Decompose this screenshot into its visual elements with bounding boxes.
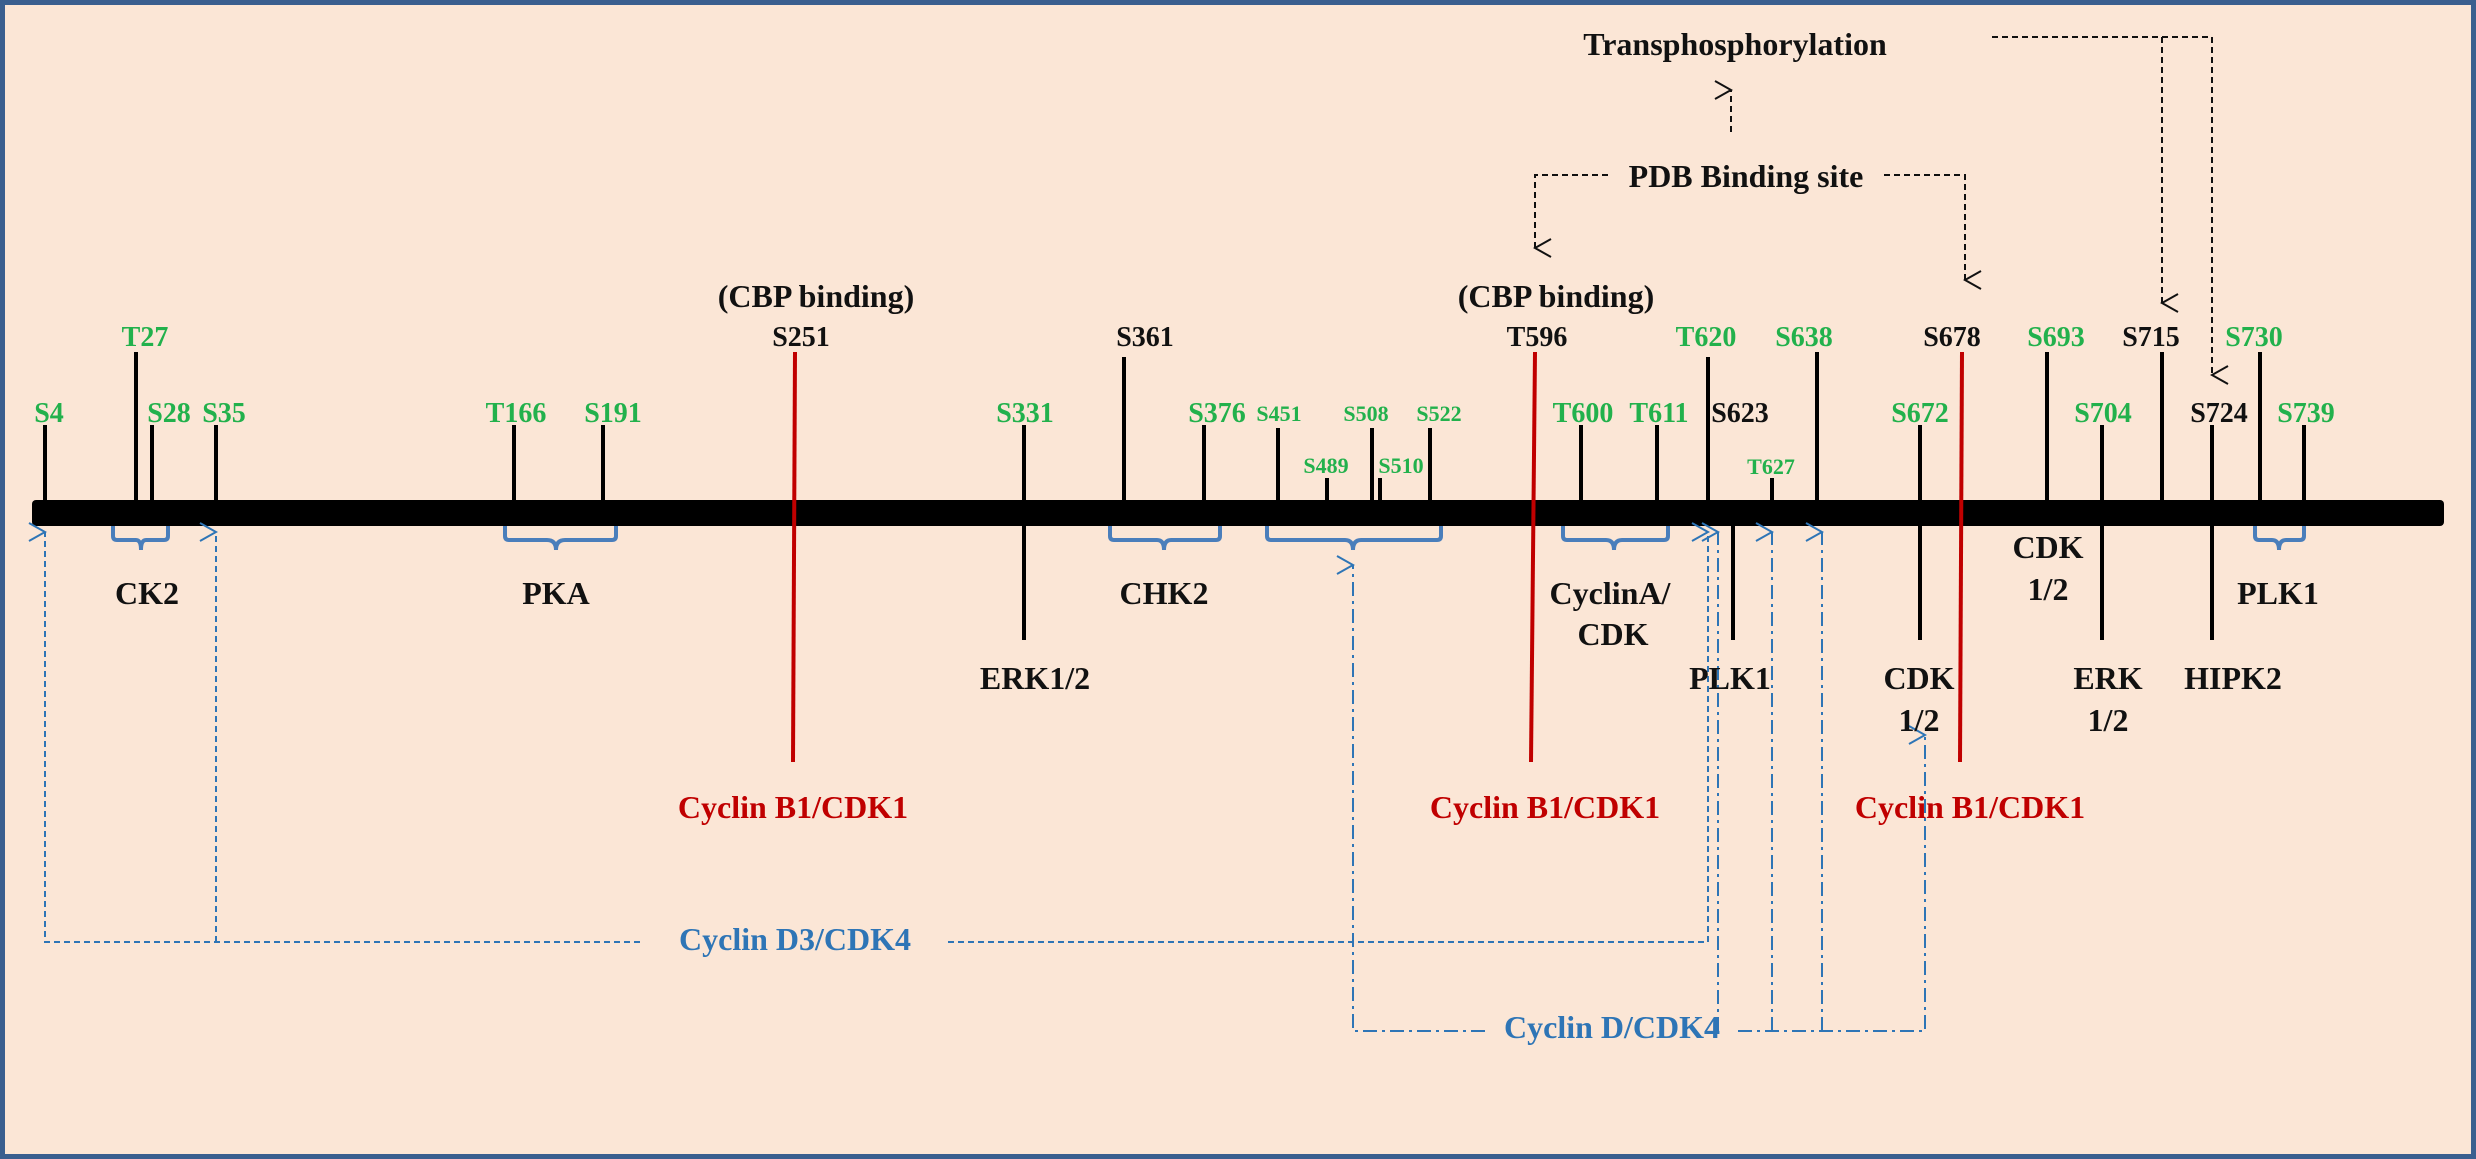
site-label: T620 xyxy=(1676,322,1737,353)
d3-line-right xyxy=(948,532,1708,943)
site-label: S508 xyxy=(1343,401,1388,426)
kinase-brackets xyxy=(111,526,2306,551)
kinase-label-cyclina-cdk: CDK xyxy=(1577,616,1648,652)
site-label: S678 xyxy=(1923,322,1981,353)
cbp-binding-label-2: (CBP binding) xyxy=(1458,278,1655,314)
site-label: S739 xyxy=(2277,398,2335,429)
kinase-label-cdk-12: 1/2 xyxy=(1899,702,1940,738)
site-label: S715 xyxy=(2122,322,2180,353)
kinase-label-erk-12: 1/2 xyxy=(2088,702,2129,738)
site-label: S4 xyxy=(34,398,64,429)
d-line-left xyxy=(1353,565,1485,1032)
cyclin-b1-label: Cyclin B1/CDK1 xyxy=(1430,789,1660,825)
site-label: S638 xyxy=(1775,322,1833,353)
site-label: S693 xyxy=(2027,322,2085,353)
cyclin-d3-cdk4-label: Cyclin D3/CDK4 xyxy=(679,921,911,957)
bracket-plk1-b xyxy=(2253,526,2306,551)
cyclin-b1-label: Cyclin B1/CDK1 xyxy=(678,789,908,825)
d3-line-left xyxy=(45,532,640,943)
cyclin-d-labels: Cyclin D3/CDK4 Cyclin D/CDK4 xyxy=(679,921,1720,1045)
kinase-label-pka: PKA xyxy=(522,575,590,611)
cyclin-b1-labels: Cyclin B1/CDK1 Cyclin B1/CDK1 Cyclin B1/… xyxy=(678,789,2085,825)
arrow-pdb-right xyxy=(1884,174,1965,280)
arrow-pdb-left xyxy=(1535,174,1608,248)
site-label: S361 xyxy=(1116,322,1174,353)
kinase-label-erk12: ERK1/2 xyxy=(980,660,1090,696)
site-label: S672 xyxy=(1891,398,1949,429)
cyclin-b1-label: Cyclin B1/CDK1 xyxy=(1855,789,2085,825)
site-label: S376 xyxy=(1188,398,1246,429)
site-label: T600 xyxy=(1553,398,1614,429)
site-label: S623 xyxy=(1711,398,1769,429)
site-label: S489 xyxy=(1303,453,1348,478)
bracket-ck2 xyxy=(111,526,170,551)
kinase-label-cdk: CDK xyxy=(2012,529,2083,565)
site-ticks-above xyxy=(43,352,2306,500)
arrow-transphos-s715 xyxy=(1992,36,2162,303)
arrow-transphos-s724 xyxy=(2162,36,2212,375)
kinase-label-cdk: CDK xyxy=(1883,660,1954,696)
cyclin-b1-lines xyxy=(791,351,1964,763)
kinase-label-chk2: CHK2 xyxy=(1120,575,1209,611)
d-line-right xyxy=(1738,735,1925,1032)
site-label: S35 xyxy=(202,398,246,429)
transphosphorylation-label: Transphosphorylation xyxy=(1583,26,1887,62)
red-line-s678 xyxy=(1958,351,1964,763)
protein-backbone xyxy=(32,500,2444,526)
bracket-chk2 xyxy=(1108,526,1222,551)
cyclin-d3-connectors xyxy=(45,532,1708,943)
kinase-label-plk1: PLK1 xyxy=(2237,575,2319,611)
annotation-labels: Transphosphorylation PDB Binding site (C… xyxy=(718,26,1887,314)
site-label: S451 xyxy=(1256,401,1301,426)
red-line-t596 xyxy=(1529,351,1537,763)
bracket-cyclina xyxy=(1561,526,1670,551)
site-label: T627 xyxy=(1747,454,1795,479)
site-label: T611 xyxy=(1629,398,1688,429)
kinase-labels: CK2 PKA ERK1/2 CHK2 CyclinA/ CDK PLK1 CD… xyxy=(115,529,2319,738)
site-label: S522 xyxy=(1416,401,1461,426)
kinase-label-cyclina: CyclinA/ xyxy=(1550,575,1672,611)
site-label: S730 xyxy=(2225,322,2283,353)
kinase-label-plk1: PLK1 xyxy=(1689,660,1771,696)
site-label: T166 xyxy=(486,398,547,429)
bracket-s451-s522 xyxy=(1265,526,1443,551)
site-label: T596 xyxy=(1507,322,1568,353)
site-labels: S4 T27 S28 S35 T166 S191 S251 S331 S361 … xyxy=(34,322,2335,479)
red-line-s251 xyxy=(791,351,797,763)
cbp-binding-label-1: (CBP binding) xyxy=(718,278,915,314)
site-label: S28 xyxy=(147,398,191,429)
site-label: S724 xyxy=(2190,398,2248,429)
bracket-pka xyxy=(503,526,618,551)
site-label: S510 xyxy=(1378,453,1423,478)
kinase-label-cdk-12: 1/2 xyxy=(2028,571,2069,607)
kinase-ticks-below xyxy=(1022,526,2214,640)
pdb-binding-label: PDB Binding site xyxy=(1629,158,1864,194)
site-label: S704 xyxy=(2074,398,2132,429)
site-label: S191 xyxy=(584,398,642,429)
annotation-arrows xyxy=(1535,36,2212,375)
cyclin-d-connectors xyxy=(1353,532,1925,1032)
kinase-label-erk: ERK xyxy=(2073,660,2142,696)
kinase-label-hipk2: HIPK2 xyxy=(2184,660,2282,696)
site-label: S331 xyxy=(996,398,1054,429)
site-label: S251 xyxy=(772,322,830,353)
cyclin-d-cdk4-label: Cyclin D/CDK4 xyxy=(1504,1009,1720,1045)
kinase-label-ck2: CK2 xyxy=(115,575,179,611)
site-label: T27 xyxy=(122,322,169,353)
